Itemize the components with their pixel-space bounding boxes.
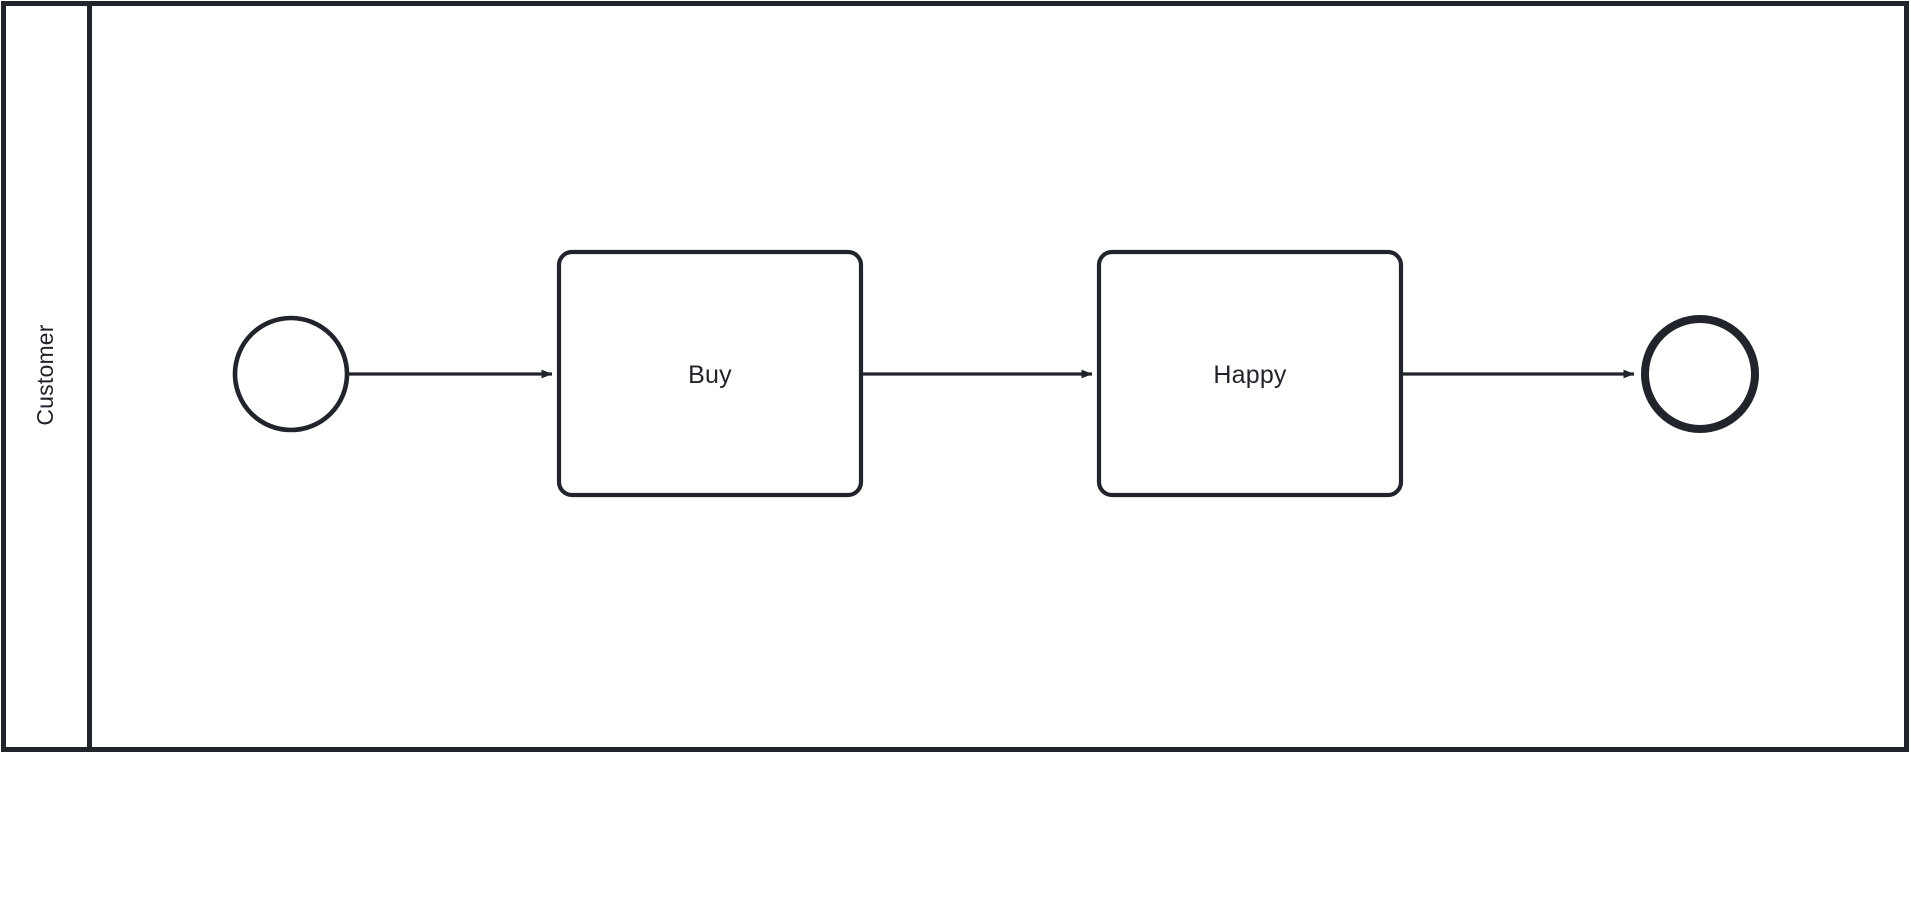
task-happy-box[interactable] bbox=[1096, 249, 1404, 498]
task-happy[interactable]: Happy bbox=[1096, 249, 1404, 498]
start-event-circle[interactable] bbox=[232, 315, 350, 433]
task-buy-label: Buy bbox=[688, 361, 732, 389]
lane-label-customer-text: Customer bbox=[32, 324, 58, 425]
task-happy-label: Happy bbox=[1213, 361, 1287, 389]
lane-label-customer: Customer bbox=[32, 324, 58, 425]
task-buy[interactable]: Buy bbox=[556, 249, 864, 498]
end-event-circle[interactable] bbox=[1641, 315, 1759, 433]
task-buy-box[interactable] bbox=[556, 249, 864, 498]
